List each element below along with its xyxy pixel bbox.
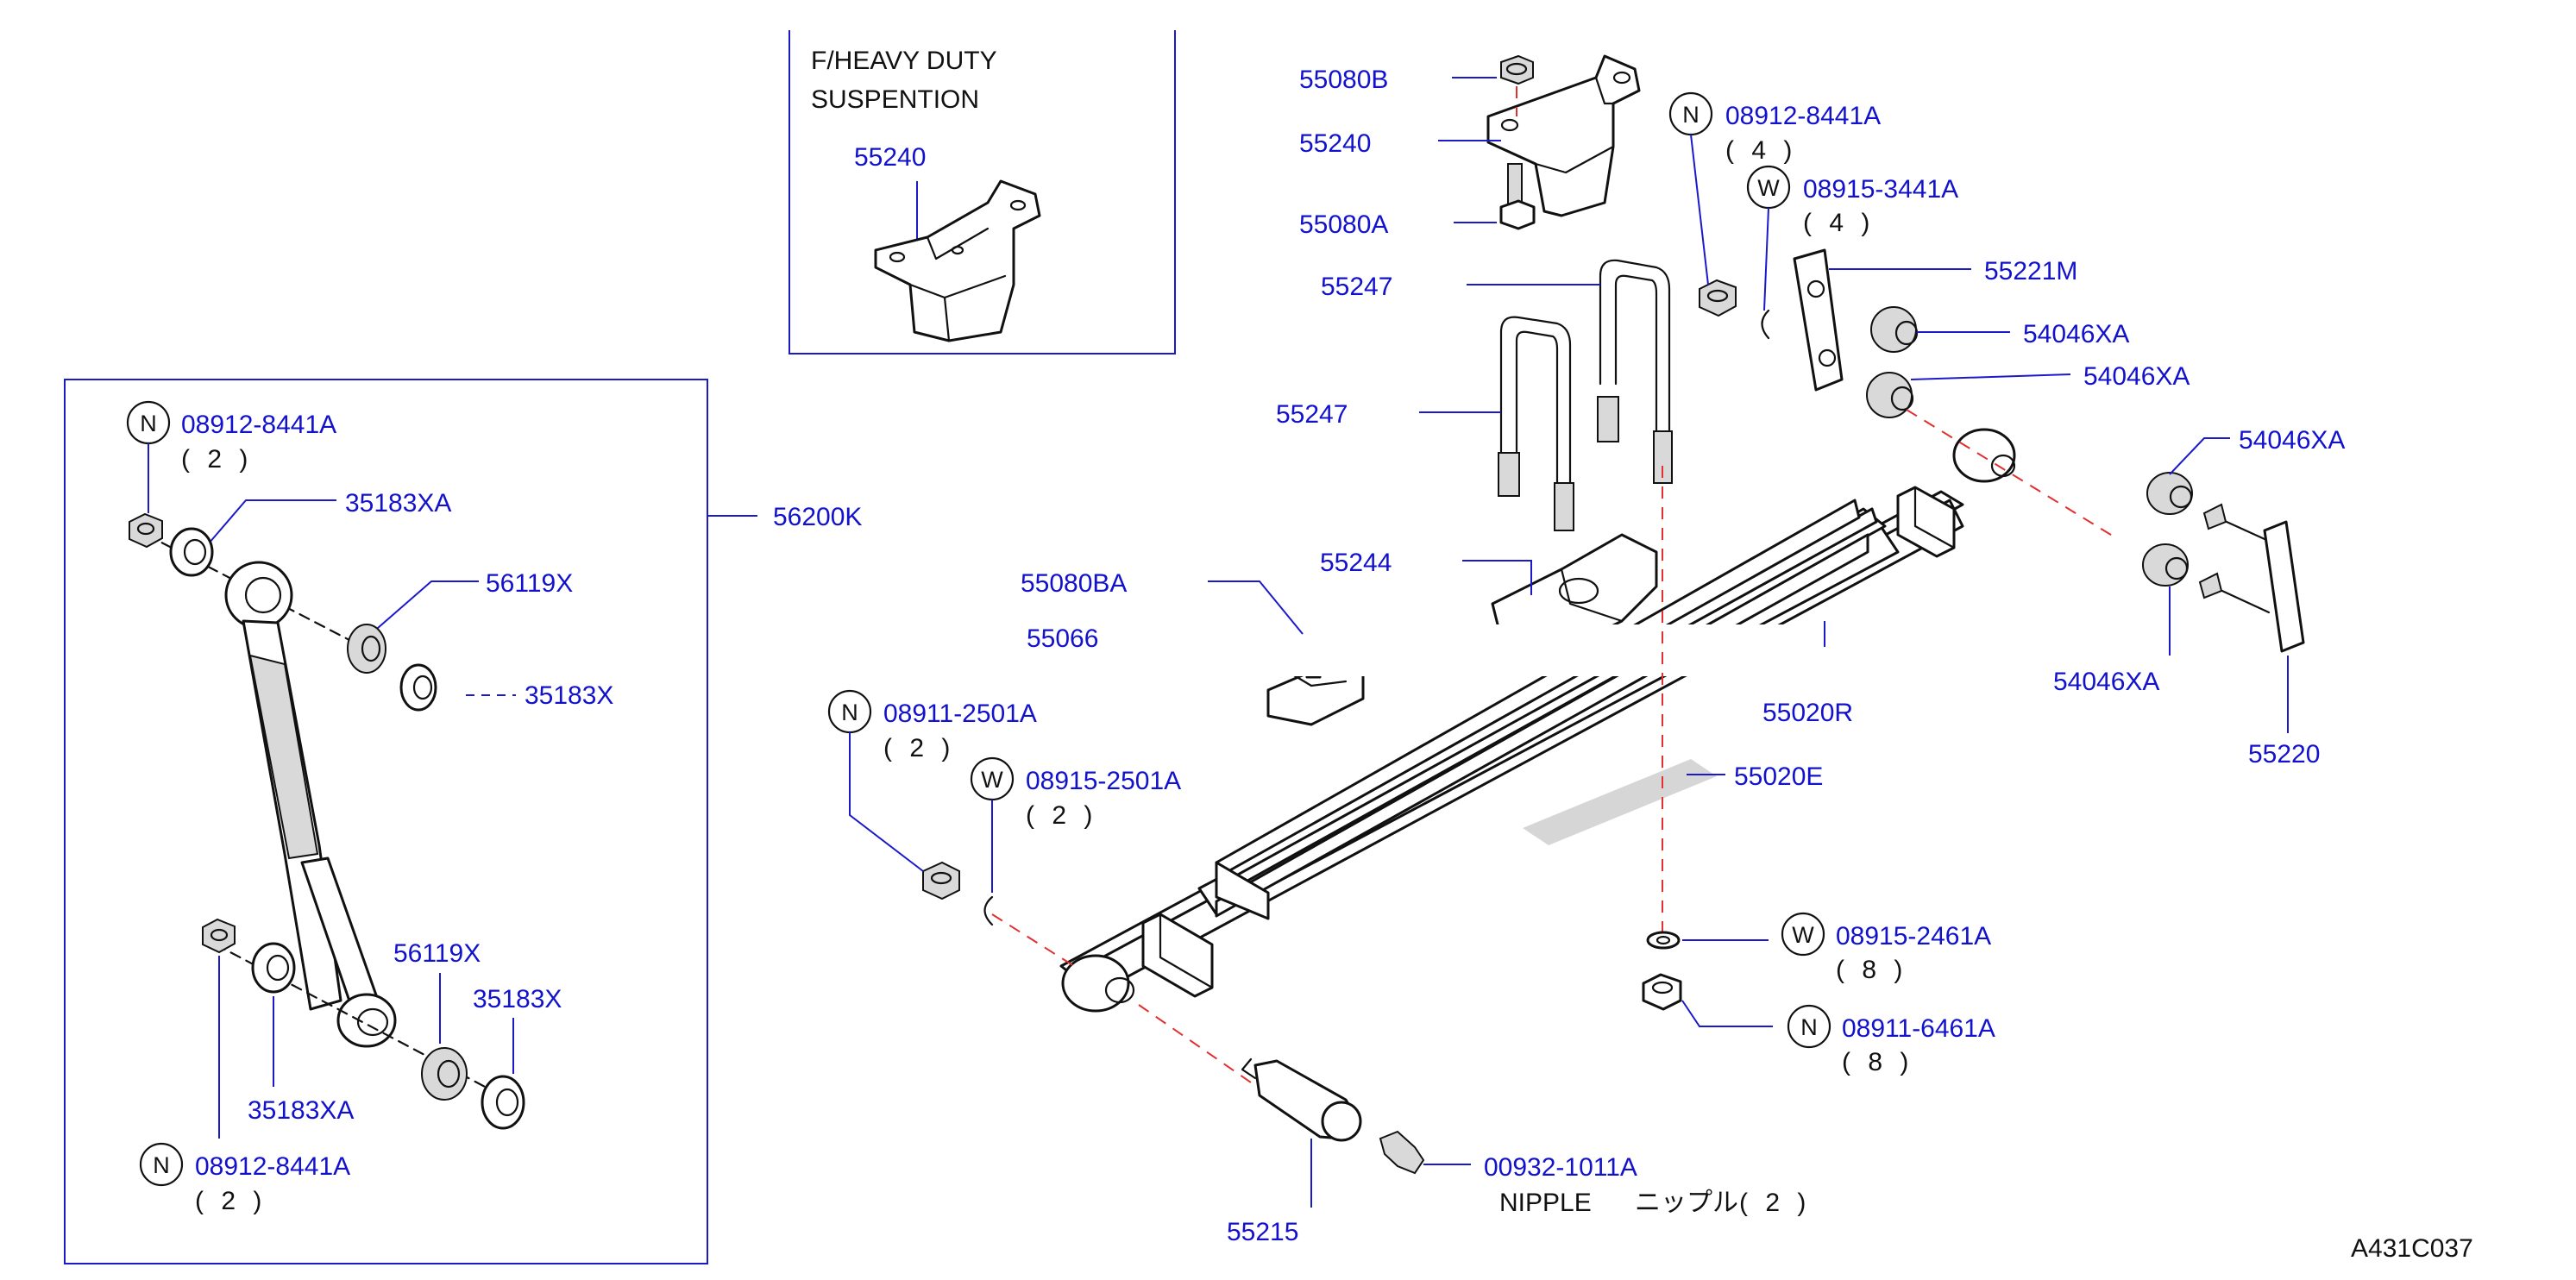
inset-title-line1: F/HEAVY DUTY [811,47,997,75]
rear-shackle-drawing [1699,248,2305,693]
label-ubolt-washer-part: 08915-2461A [1836,922,1991,951]
label-front-washer-qty: ( 2 ) [1026,801,1097,830]
label-55220: 55220 [2248,740,2320,769]
inset-part-55240: 55240 [854,143,926,172]
shock-bottom-nut-qty: ( 2 ) [195,1187,267,1215]
label-front-nut-qty: ( 2 ) [883,734,955,762]
label-bush-1: 54046XA [2023,320,2129,348]
shock-top-nut-qty: ( 2 ) [181,445,253,474]
label-shackle-washer-part: 08915-3441A [1803,175,1958,204]
label-55244: 55244 [1320,549,1392,577]
heavy-duty-bracket-drawing [874,179,1041,342]
nut-badge-glyph: N [1682,102,1700,128]
label-nipple-text: NIPPLE [1499,1189,1592,1217]
shock-bottom-bush: 56119X [393,939,481,968]
label-55080A: 55080A [1299,210,1388,239]
nut-badge-glyph: N [841,700,858,725]
label-nipple-qty: ( 2 ) [1739,1189,1811,1217]
shackle-nut-badge: N [1668,91,1713,136]
label-front-washer-part: 08915-2501A [1026,767,1181,795]
label-55020E: 55020E [1734,762,1823,791]
label-front-nut-part: 08911-2501A [883,700,1037,728]
shock-bottom-washer-b: 35183X [473,985,562,1013]
shock-absorber-drawing [129,512,525,1130]
ubolt-washer-badge: W [1781,912,1825,957]
shock-assembly-label: 56200K [773,503,862,531]
front-washer-badge: W [970,756,1015,801]
label-shackle-nut-part: 08912-8441A [1725,102,1881,130]
shock-top-washer-a: 35183XA [345,489,451,518]
label-55247-upper: 55247 [1321,273,1392,301]
nut-badge-glyph: N [153,1152,170,1178]
front-nut-badge: N [827,689,872,734]
washer-badge-glyph: W [1792,922,1814,948]
shock-top-washer-b: 35183X [525,681,613,710]
label-55221M: 55221M [1984,257,2077,285]
spring-labels: 55080B 55240 55080A 55247 55247 55244 55… [827,66,1995,1246]
label-55066: 55066 [1027,624,1098,653]
shock-bottom-washer-a: 35183XA [248,1096,354,1125]
inset-title-line2: SUSPENTION [811,85,979,114]
label-55020R: 55020R [1762,699,1853,727]
nut-badge-glyph: N [140,411,157,436]
label-shackle-washer-qty: ( 4 ) [1803,209,1875,237]
shock-bottom-nut-part: 08912-8441A [195,1152,350,1181]
ubolt-nut-badge: N [1787,1004,1831,1049]
label-nipple-jp: ニップル [1635,1189,1738,1217]
shock-top-nut-badge: N [126,400,171,445]
label-55247-lower: 55247 [1276,400,1348,429]
heavy-duty-inset: F/HEAVY DUTY SUSPENTION 55240 [789,30,1176,355]
label-55080BA: 55080BA [1021,569,1127,598]
label-55215: 55215 [1227,1218,1298,1246]
label-bush-2: 54046XA [2083,362,2190,391]
bracket-and-ubolts [1486,54,1682,1011]
diagram-code: A431C037 [2351,1234,2473,1263]
shackle-washer-badge: W [1746,165,1791,210]
label-ubolt-nut-part: 08911-6461A [1842,1014,1995,1043]
shackle-labels: N 08912-8441A ( 4 ) W 08915-3441A ( 4 ) … [1668,91,2345,769]
shock-top-bush: 56119X [486,569,573,598]
front-pin-drawing [922,861,1425,1175]
washer-badge-glyph: W [981,767,1003,793]
washer-badge-glyph: W [1757,175,1780,201]
label-bush-3: 54046XA [2239,426,2345,455]
label-bush-4: 54046XA [2053,668,2159,696]
label-ubolt-washer-qty: ( 8 ) [1836,956,1907,984]
label-shackle-nut-qty: ( 4 ) [1725,136,1797,165]
shock-bottom-nut-badge: N [139,1142,184,1187]
label-55240: 55240 [1299,129,1371,158]
shock-absorber-section: 56200K N 08912-8441A ( 2 ) 35183XA 56119… [64,379,862,1264]
shock-top-nut-part: 08912-8441A [181,411,336,439]
leaf-spring-drawing [1031,428,2016,1013]
label-nipple-part: 00932-1011A [1484,1153,1637,1182]
label-55080B: 55080B [1299,66,1388,94]
label-ubolt-nut-qty: ( 8 ) [1842,1048,1913,1076]
nut-badge-glyph: N [1800,1014,1818,1040]
